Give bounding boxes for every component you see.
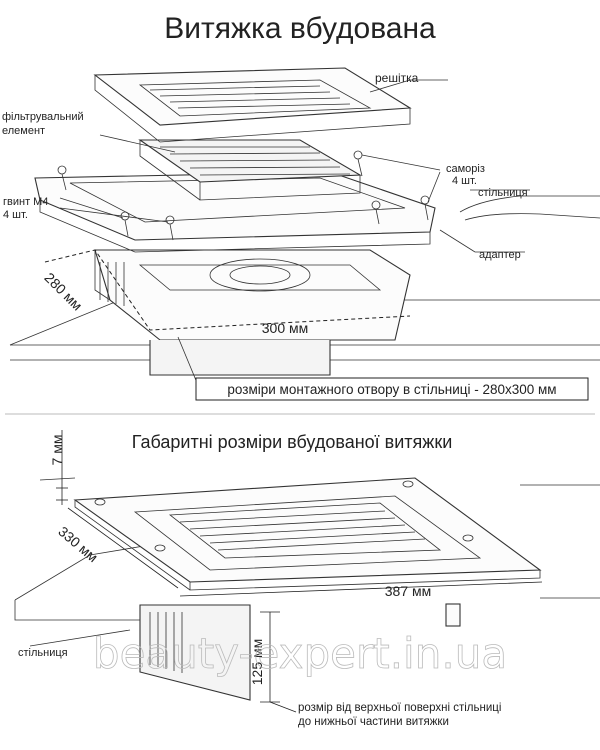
filter-label-line1: фільтрувальний	[2, 111, 84, 123]
extractor-body	[94, 249, 411, 376]
screw-label-line2: 4 шт.	[452, 175, 477, 187]
exploded-view: решітка фільтрувальний елемент саморіз 4…	[2, 67, 600, 401]
below-note-line2: до нижньої частини витяжки	[298, 716, 449, 728]
adapter-label: адаптер	[479, 249, 521, 261]
extractor-top-plate	[73, 477, 542, 591]
below-height-label: 125 мм	[249, 639, 265, 686]
screw-label-line1: саморіз	[446, 163, 485, 175]
leader-lines	[59, 79, 530, 391]
dimension-lines	[29, 430, 543, 713]
section2-title: Габаритні розміри вбудованої витяжки	[132, 432, 453, 452]
bolt-label-line2: 4 шт.	[3, 209, 28, 221]
filter-element	[138, 139, 362, 201]
cutout-depth-label: 280 мм	[41, 269, 85, 313]
grille	[93, 67, 412, 143]
cutout-outline	[44, 249, 411, 331]
bolt-label-line1: гвинт М4	[3, 196, 48, 208]
diagram-title: Витяжка вбудована	[164, 12, 436, 45]
cutout-note: розміри монтажного отвору в стільниці - …	[227, 382, 556, 397]
watermark-text: beauty-expert.in.ua	[93, 629, 507, 678]
adapter-frame	[34, 171, 436, 253]
cutout-note-box	[195, 377, 589, 401]
assembled-view: 7 мм 330 мм 387 мм 125 мм стільниця розм…	[14, 430, 600, 728]
extractor-below	[139, 603, 461, 701]
overall-depth-label: 330 мм	[55, 523, 101, 565]
below-note-line1: розмір від верхньої поверхні стільниці	[298, 702, 501, 714]
filter-label-line2: елемент	[2, 125, 45, 137]
grille-label: решітка	[375, 71, 419, 85]
countertop-bottom-label: стільниця	[18, 647, 68, 659]
countertop-label: стільниця	[478, 187, 528, 199]
overall-width-label: 387 мм	[385, 583, 432, 599]
top-height-label: 7 мм	[49, 435, 65, 466]
countertop-bottom	[14, 477, 600, 621]
cutout-width-label: 300 мм	[262, 320, 309, 336]
